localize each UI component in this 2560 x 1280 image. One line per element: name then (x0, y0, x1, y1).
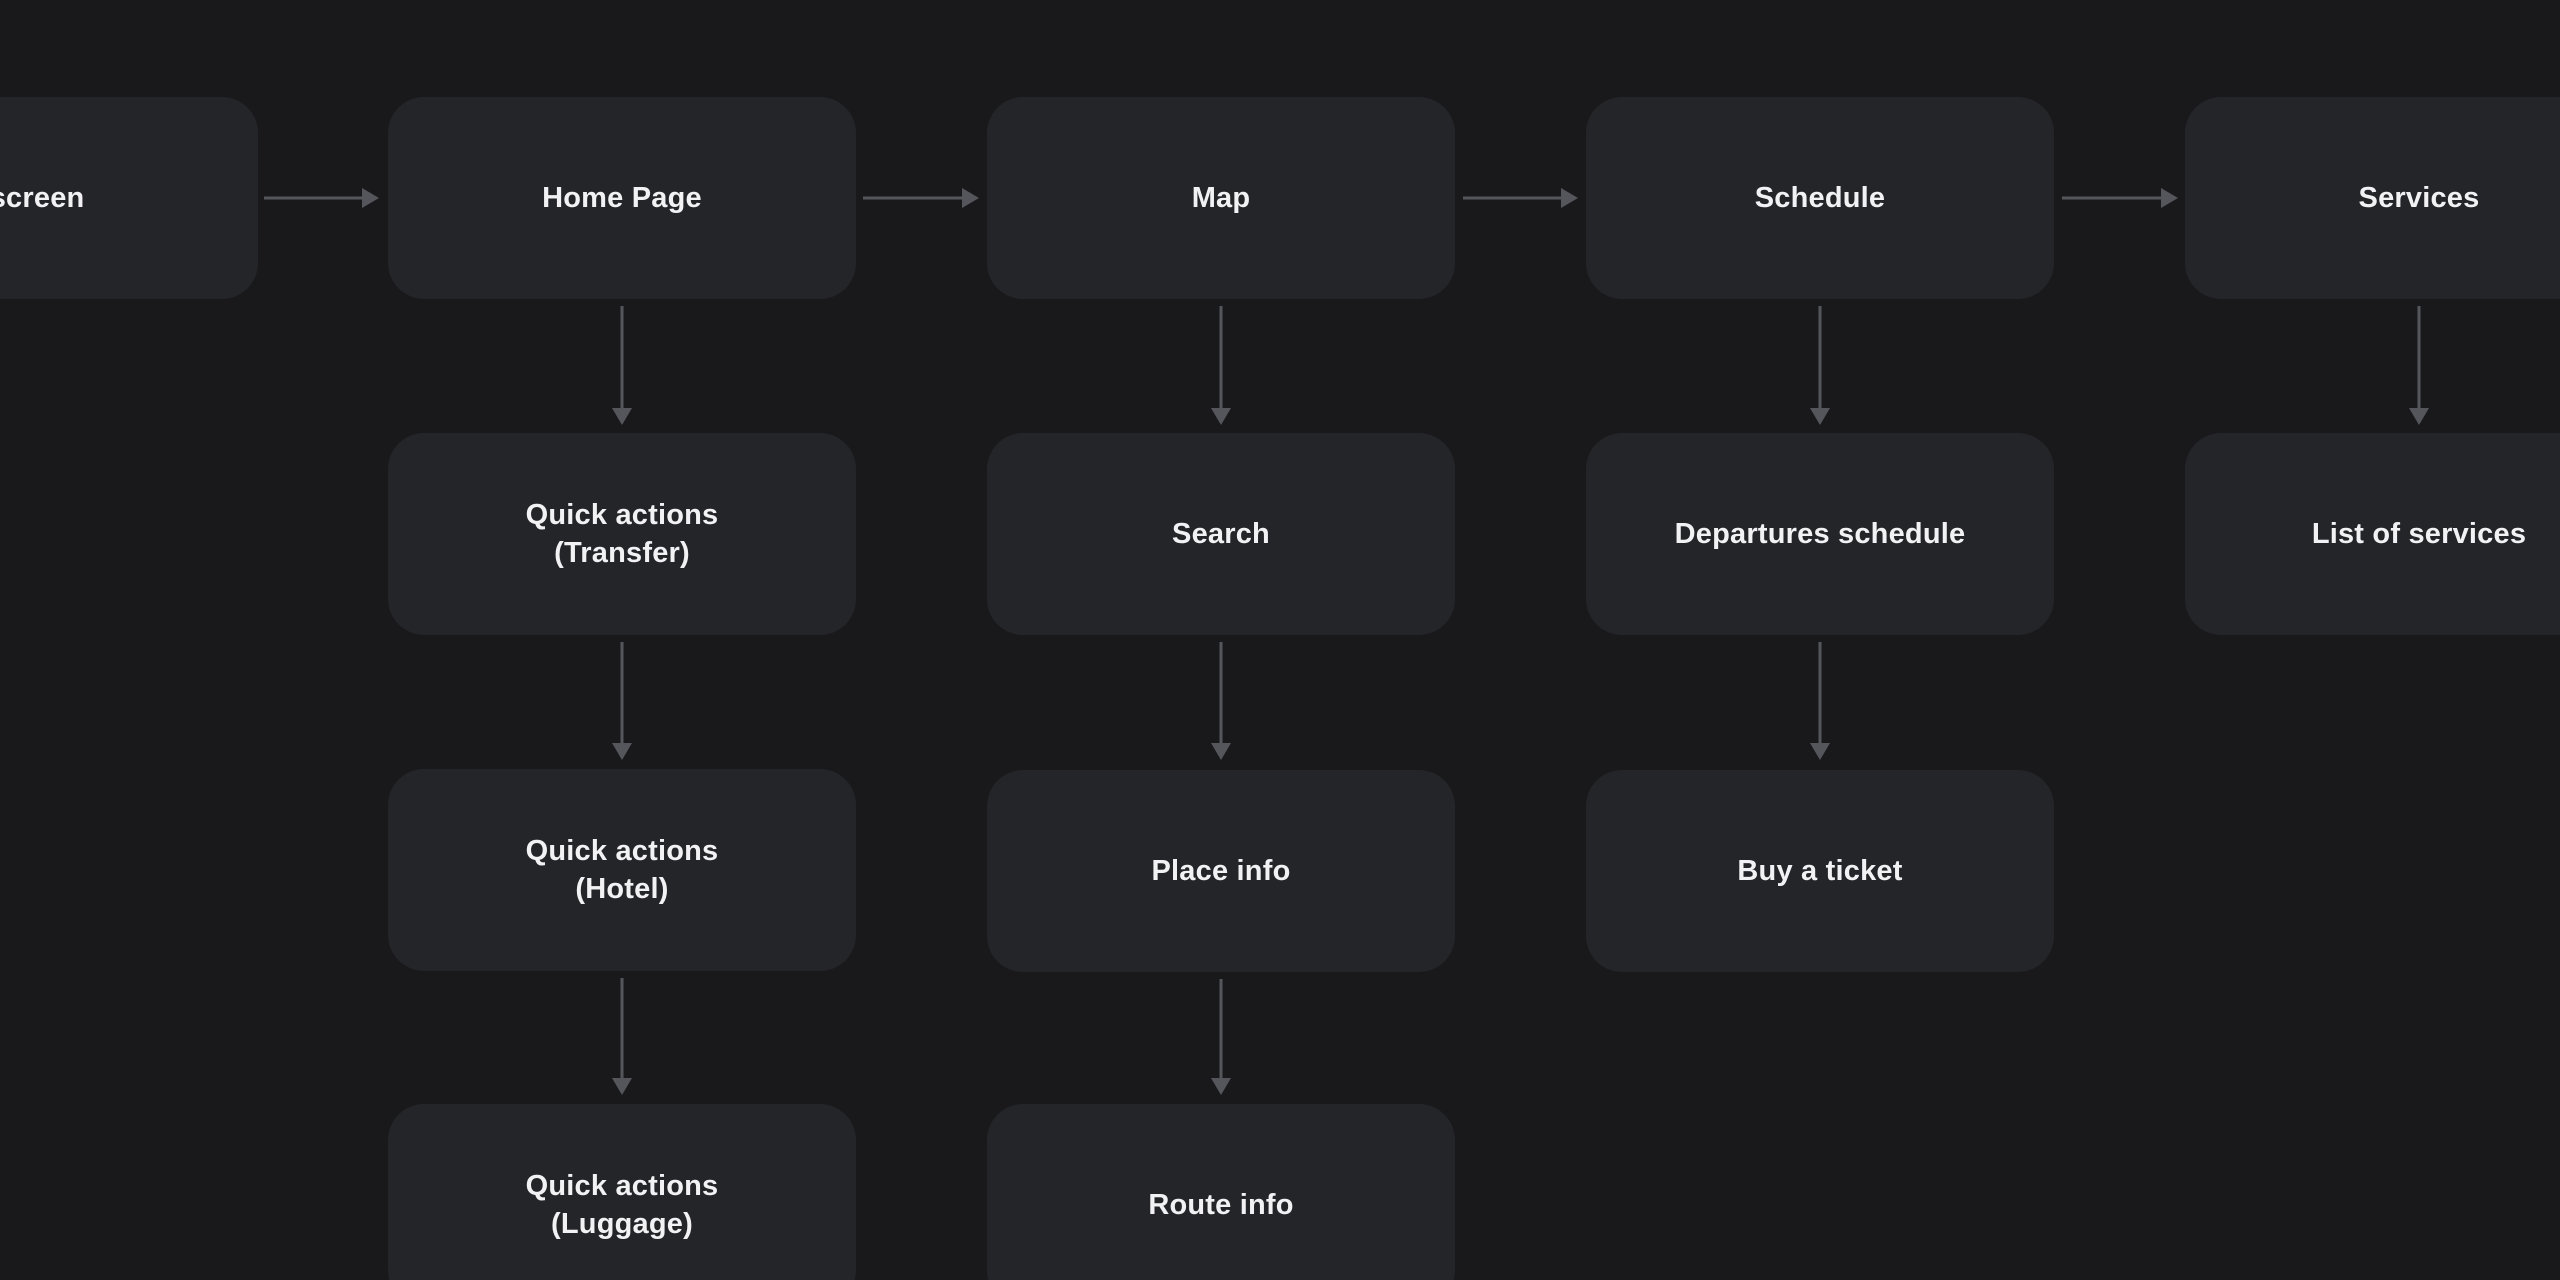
node-launch-screen[interactable]: h screen (0, 97, 258, 299)
node-label-line: Quick actions (525, 499, 719, 531)
arrowhead-map-to-search (1211, 408, 1231, 425)
node-label-line: (Hotel) (575, 873, 669, 905)
arrowhead-home-to-map (962, 188, 979, 208)
node-label: Place info (1151, 855, 1291, 887)
node-quick-actions-hotel[interactable]: Quick actions (Hotel) (388, 769, 856, 971)
node-search[interactable]: Search (987, 433, 1455, 635)
node-label-line: Quick actions (525, 1170, 719, 1202)
node-label: Schedule (1754, 182, 1886, 214)
node-label-line: (Transfer) (554, 537, 690, 569)
node-label: h screen (0, 182, 85, 214)
node-services[interactable]: Services (2185, 97, 2560, 299)
node-map[interactable]: Map (987, 97, 1455, 299)
node-list-of-services[interactable]: List of services (2185, 433, 2560, 635)
arrowhead-search-to-place-info (1211, 743, 1231, 760)
node-label: Search (1172, 518, 1270, 550)
node-label-line: (Luggage) (551, 1208, 693, 1240)
arrowhead-departures-to-buy-ticket (1810, 743, 1830, 760)
node-label: List of services (2311, 518, 2527, 550)
node-label: Departures schedule (1674, 518, 1966, 550)
node-route-info[interactable]: Route info (987, 1104, 1455, 1280)
node-quick-actions-luggage[interactable]: Quick actions (Luggage) (388, 1104, 856, 1280)
node-label-line: Quick actions (525, 835, 719, 867)
node-label: Map (1191, 182, 1251, 214)
arrowhead-home-to-qa-transfer (612, 408, 632, 425)
node-place-info[interactable]: Place info (987, 770, 1455, 972)
node-schedule[interactable]: Schedule (1586, 97, 2054, 299)
arrowhead-services-to-list-services (2409, 408, 2429, 425)
node-departures-schedule[interactable]: Departures schedule (1586, 433, 2054, 635)
node-label: Quick actions (Hotel) (526, 832, 719, 908)
node-label: Services (2358, 182, 2480, 214)
node-quick-actions-transfer[interactable]: Quick actions (Transfer) (388, 433, 856, 635)
arrowhead-place-info-to-route-info (1211, 1078, 1231, 1095)
node-buy-a-ticket[interactable]: Buy a ticket (1586, 770, 2054, 972)
node-home-page[interactable]: Home Page (388, 97, 856, 299)
node-label: Quick actions (Luggage) (526, 1167, 719, 1243)
node-label: Home Page (542, 182, 702, 214)
arrowhead-launch-to-home (362, 188, 379, 208)
node-label: Buy a ticket (1737, 855, 1903, 887)
node-label: Route info (1148, 1189, 1294, 1221)
arrowhead-map-to-schedule (1561, 188, 1578, 208)
arrowhead-qa-hotel-to-qa-luggage (612, 1078, 632, 1095)
arrowhead-qa-transfer-to-qa-hotel (612, 743, 632, 760)
arrowhead-schedule-to-services (2161, 188, 2178, 208)
arrowhead-schedule-to-departures (1810, 408, 1830, 425)
node-label: Quick actions (Transfer) (526, 496, 719, 572)
